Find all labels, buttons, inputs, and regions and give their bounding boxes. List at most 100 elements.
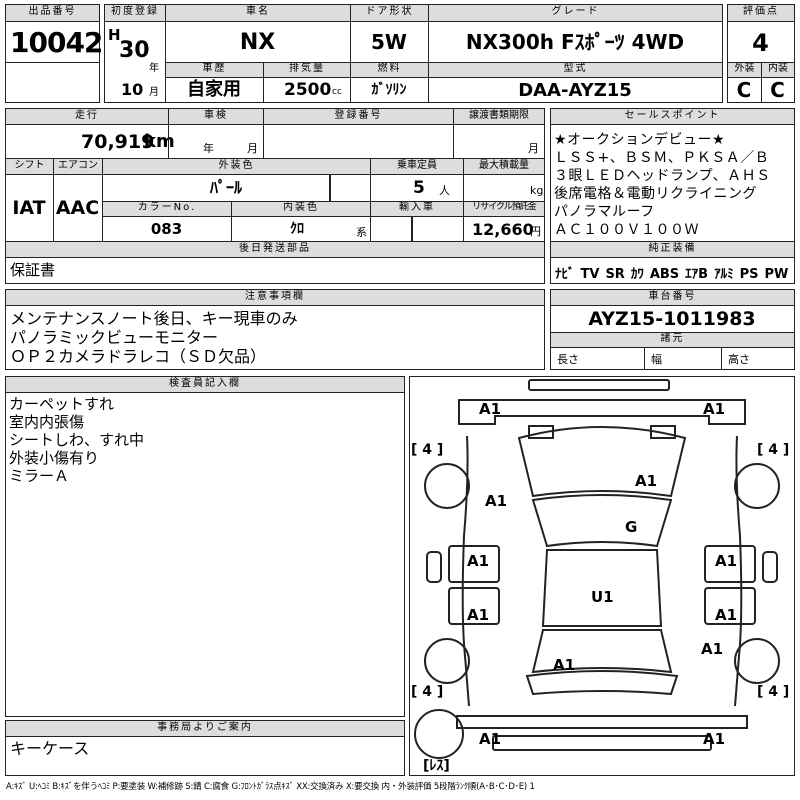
car-name-cell: NX [165,21,351,63]
exterior-header: 外装 [727,62,762,78]
transfer-header: 譲渡書類期限 [453,108,545,125]
equipment-item: ﾅﾋﾞ [555,267,575,282]
genuine-equip-header: 純正装備 [550,241,795,258]
car-history: 自家用 [187,79,241,100]
mark-tl: A1 [479,400,501,418]
interior-grade: C [770,78,785,102]
selling-point: ★オークションデビュー★ [554,132,726,148]
spare-tire [414,709,464,759]
mark-br: A1 [703,730,725,748]
wheel-fr [734,463,780,509]
mark-bl: A1 [479,730,501,748]
recycle: 12,660 [472,220,534,239]
recycle-header: リサイクル預託金 [463,201,545,217]
wheel-rr [734,638,780,684]
note-line: メンテナンスノート後日、キー現車のみ [10,309,298,328]
shift: IAT [12,197,46,219]
int-color-header: 内装色 [231,201,371,217]
fuel-header: 燃料 [350,62,429,78]
rear-glass-shape [531,629,673,674]
later-parts-cell: 保証書 [5,257,545,284]
displacement-cell: 2500 cc [263,77,351,103]
mirror-left [426,551,442,583]
shaken-year-unit: 年 [203,142,214,155]
int-color: ｸﾛ [290,221,304,237]
equipment-item: ｱﾙﾐ [714,267,734,282]
dimensions-header: 諸元 [550,332,795,348]
equipment-item: SR [605,267,625,282]
ext-color: ﾊﾟｰﾙ [209,178,242,197]
transfer-month-unit: 月 [528,142,539,155]
legend: A:ｷｽﾞ U:ﾍｺﾐ B:ｷｽﾞを伴うﾍｺﾐ P:要塗装 W:補修跡 S:錆 … [6,782,535,792]
rear-bumper-shape [492,735,712,751]
model-code: DAA-AYZ15 [518,80,632,101]
reg-month: 10 [121,80,144,99]
windshield-shape [531,494,673,548]
first-reg-header: 初度登録 [104,4,166,22]
recycle-cell: 12,660 円 [463,216,545,242]
inspector-note: カーペットすれ [9,395,115,413]
spare-tire-score: [ﾚｽ] [423,758,450,774]
mark-right-rear-door: A1 [715,606,737,624]
score: 4 [752,29,769,57]
equipment-item: ABS [649,267,680,282]
grade-cell: NX300h Fｽﾎﾟｰﾂ 4WD [428,21,723,63]
lot-no-header: 出品番号 [5,4,100,22]
note-line: パノラミックビューモニター [10,328,219,347]
displacement-header: 排気量 [263,62,351,78]
mark-tr: A1 [703,400,725,418]
mark-left-front-door: A1 [467,552,489,570]
cc-unit: cc [332,87,342,97]
later-parts-header: 後日発送部品 [5,241,545,258]
interior-header: 内装 [761,62,795,78]
mark-hood: A1 [635,472,657,490]
fuel-cell: ｶﾞｿﾘﾝ [350,77,429,103]
selling-point: ＡＣ１００Ｖ１００Ｗ [554,222,699,238]
int-color-cell: ｸﾛ 系 [231,216,371,242]
car-name-header: 車名 [165,4,351,22]
equipment-item: PS [739,267,759,282]
score-cell: 4 [727,21,795,63]
rear-outline [456,715,748,729]
inspector-note: 室内内張傷 [9,413,85,431]
exterior-grade: C [736,78,752,102]
inspector-note: シートしわ、すれ中 [9,431,145,449]
grade: NX300h Fｽﾎﾟｰﾂ 4WD [465,30,685,54]
height-cell: 高さ [721,347,795,370]
selling-point: パノラマルーフ [554,204,655,220]
mark-right-rear-fender: A1 [701,640,723,658]
headlight-right [650,425,676,439]
equipment-item: ｴｱB [685,267,709,282]
front-bumper-shape [528,379,670,391]
inspector-header: 検査員記入欄 [5,376,405,393]
inspector-note: ミラーＡ [9,467,70,485]
shaken-month-unit: 月 [247,142,258,155]
roof-shape [541,549,663,627]
inspector-cell: カーペットすれ室内内張傷シートしわ、すれ中外装小傷有りミラーＡ [5,392,405,717]
left-door-front [448,545,500,583]
car-name: NX [239,30,276,55]
selling-points-header: セールスポイント [550,108,795,125]
tire-fr-score: [ 4 ] [757,442,789,458]
capacity-cell: 5 人 [370,174,464,202]
later-parts: 保証書 [10,261,56,279]
fuel: ｶﾞｿﾘﾝ [371,82,407,98]
ext-color-cell: ﾊﾟｰﾙ [102,174,371,202]
right-door-rear [704,587,756,625]
equipment-item: TV [580,267,600,282]
shift-cell: IAT [5,174,54,242]
inspector-notes: カーペットすれ室内内張傷シートしわ、すれ中外装小傷有りミラーＡ [9,395,144,485]
selling-point: ３眼ＬＥＤヘッドランプ、ＡＨＳ [554,168,771,184]
door-type: 5W [371,30,407,54]
mark-left-rear-door: A1 [467,606,489,624]
mileage: 70,919 [81,131,155,153]
chassis-header: 車台番号 [550,289,795,306]
kg-unit: kg [530,184,544,197]
mileage-cell: 70,919 km [5,124,175,159]
model-cell: DAA-AYZ15 [428,77,723,103]
aircon-cell: AAC [53,174,103,242]
